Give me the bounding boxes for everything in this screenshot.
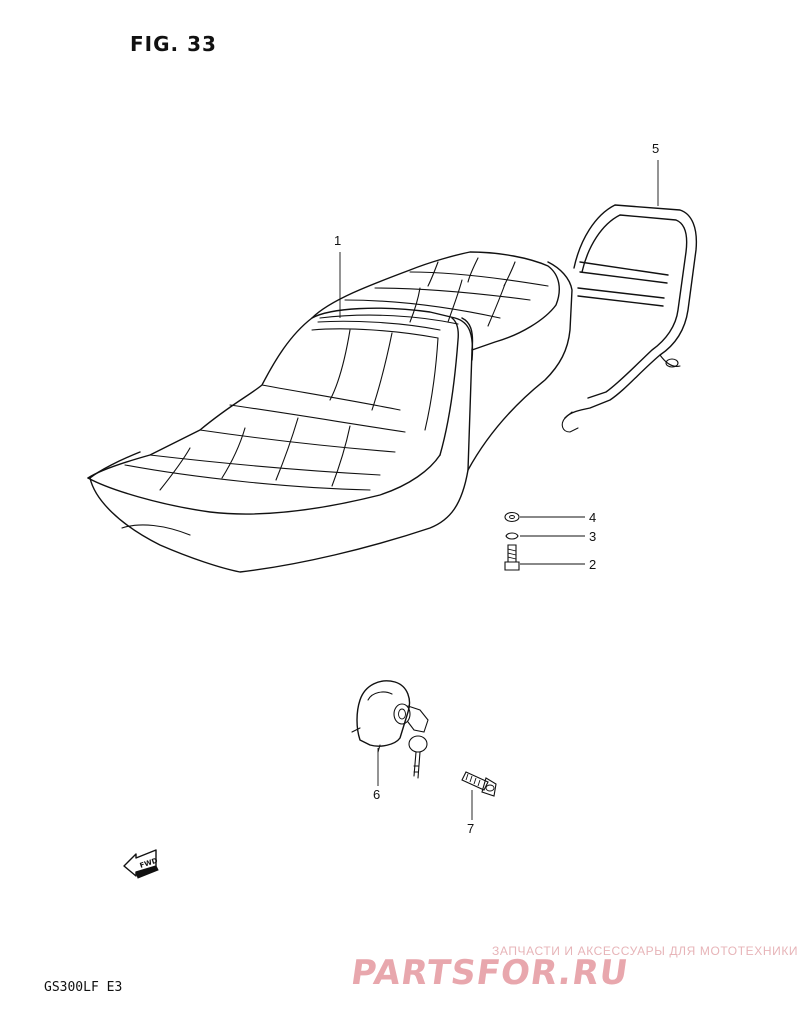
figure-title: FIG. 33	[130, 32, 217, 56]
watermark-brand: PARTSFOR.RU	[348, 953, 631, 993]
screw-drawing	[461, 771, 497, 797]
callout-6: 6	[373, 787, 380, 802]
callout-leaders	[339, 160, 659, 820]
callout-3: 3	[589, 529, 596, 544]
seat-lock-drawing	[351, 680, 429, 779]
fwd-arrow-icon: FWD	[123, 849, 159, 879]
callout-5: 5	[652, 141, 659, 156]
callout-7: 7	[467, 821, 474, 836]
grab-handle-drawing	[561, 204, 698, 433]
hardware-drawing	[504, 511, 520, 571]
callout-4: 4	[589, 510, 596, 525]
watermark-subtitle: ЗАПЧАСТИ И АКСЕССУАРЫ ДЛЯ МОТОТЕХНИКИ	[492, 944, 799, 958]
seat-drawing	[87, 251, 573, 573]
callout-2: 2	[589, 557, 596, 572]
callout-1: 1	[334, 233, 341, 248]
model-label: GS300LF E3	[44, 980, 123, 995]
